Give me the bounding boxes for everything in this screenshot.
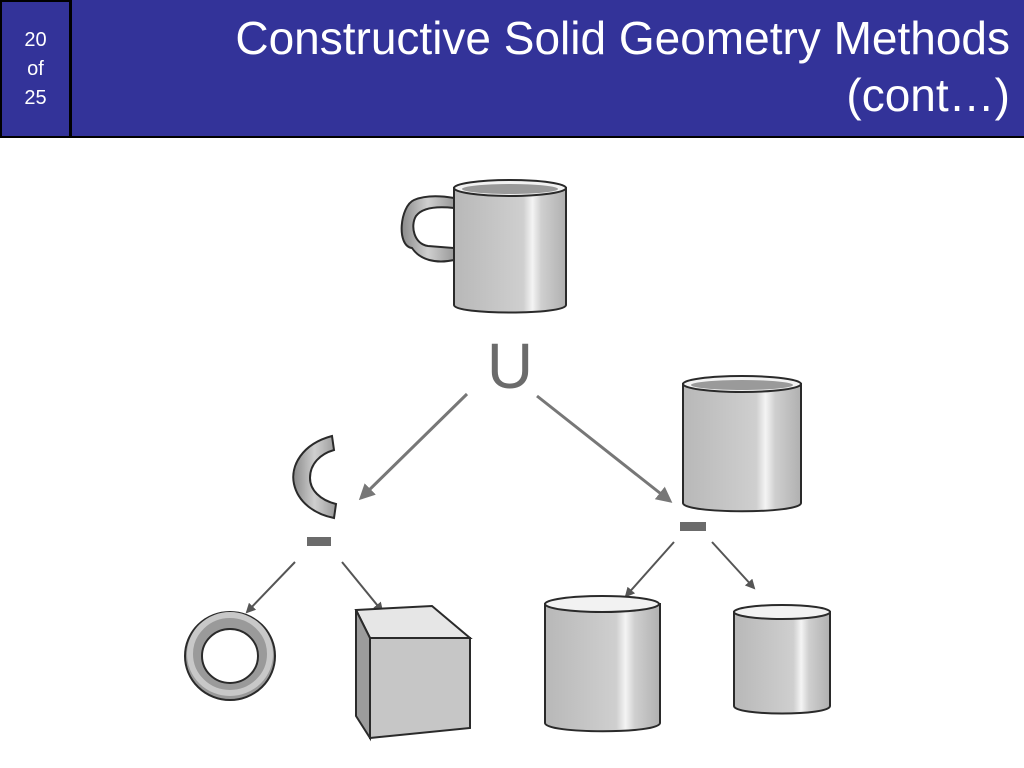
arrow-diff-left-cube (341, 561, 384, 613)
hollow-cylinder-icon (682, 375, 802, 513)
title-line-1: Constructive Solid Geometry Methods (235, 12, 1010, 64)
csg-tree-diagram: U - - (174, 148, 1024, 758)
arrow-diff-left-torus (245, 561, 296, 614)
arrow-diff-right-outer (624, 541, 675, 598)
union-operator: U (487, 330, 533, 402)
mug-icon (400, 179, 567, 314)
arrow-union-left (358, 392, 469, 501)
inner-cylinder-icon (733, 604, 831, 715)
page-counter: 20 of 25 (0, 0, 72, 138)
page-of-label: of (27, 58, 44, 80)
arrow-union-right (536, 394, 673, 503)
page-current: 20 (24, 29, 47, 51)
cube-icon (354, 604, 473, 742)
arrow-diff-right-inner (711, 541, 756, 590)
handle-icon (292, 434, 338, 520)
outer-cylinder-icon (544, 595, 661, 733)
difference-operator-right (680, 522, 706, 531)
slide-title: Constructive Solid Geometry Methods (con… (110, 10, 1010, 124)
page-total: 25 (24, 87, 47, 109)
difference-operator-left (307, 537, 331, 546)
slide-header: 20 of 25 Constructive Solid Geometry Met… (0, 0, 1024, 138)
torus-icon (184, 611, 276, 701)
title-line-2: (cont…) (846, 69, 1010, 121)
